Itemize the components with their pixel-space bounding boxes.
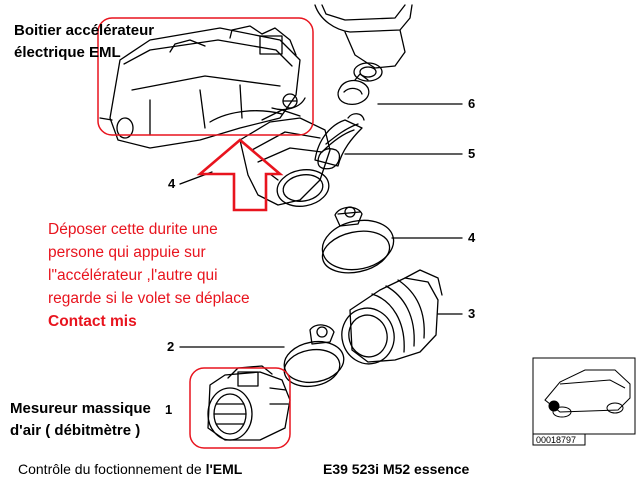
mass-label-line1: Mesureur massique (10, 400, 151, 417)
caption-left: Contrôle du foctionnement de l'EML (18, 461, 242, 477)
part-code: 00018797 (536, 435, 577, 445)
instruction-line1: Déposer cette durite une (48, 221, 218, 238)
callout-4-right: 4 (468, 230, 476, 245)
eml-label-line2: électrique EML (14, 44, 121, 61)
eml-highlight-frame (97, 17, 314, 136)
intake-boot-drawing (239, 109, 331, 207)
callout-leaders (179, 103, 463, 348)
caption-left-text: Contrôle du foctionnement de (18, 461, 206, 477)
instruction-line2: persone qui appuie sur (48, 244, 206, 261)
caption-right: E39 523i M52 essence (323, 461, 470, 477)
clamp-2-drawing (283, 324, 345, 388)
caption-left-bold: l'EML (205, 461, 243, 477)
red-arrow (196, 138, 284, 212)
callout-4-left: 4 (168, 176, 176, 191)
instruction-line3: l"accélérateur ,l'autre qui (48, 267, 218, 284)
clamp-4-drawing (321, 206, 395, 274)
callout-2: 2 (167, 339, 175, 354)
mass-label-line2: d'air ( débitmètre ) (10, 422, 141, 439)
small-hose-drawing (314, 113, 365, 170)
instruction-bold: Contact mis (48, 313, 137, 330)
eml-label-line1: Boitier accélérateur (14, 22, 155, 39)
instruction-text: Déposer cette durite une persone qui app… (48, 218, 250, 333)
eml-label: Boitier accélérateur électrique EML (14, 20, 154, 64)
callout-1: 1 (165, 402, 173, 417)
callout-6: 6 (468, 96, 476, 111)
maf-highlight-frame (189, 367, 291, 449)
maf-sensor-drawing (207, 365, 291, 441)
callout-3: 3 (468, 306, 476, 321)
bellows-hose-drawing (341, 269, 443, 365)
callout-5: 5 (468, 146, 476, 161)
instruction-line4: regarde si le volet se déplace (48, 290, 250, 307)
upper-mechanism-drawing (314, 4, 413, 105)
mass-label: Mesureur massique d'air ( débitmètre ) (10, 398, 151, 442)
reference-thumbnail (532, 357, 636, 446)
red-annotations (97, 17, 314, 449)
